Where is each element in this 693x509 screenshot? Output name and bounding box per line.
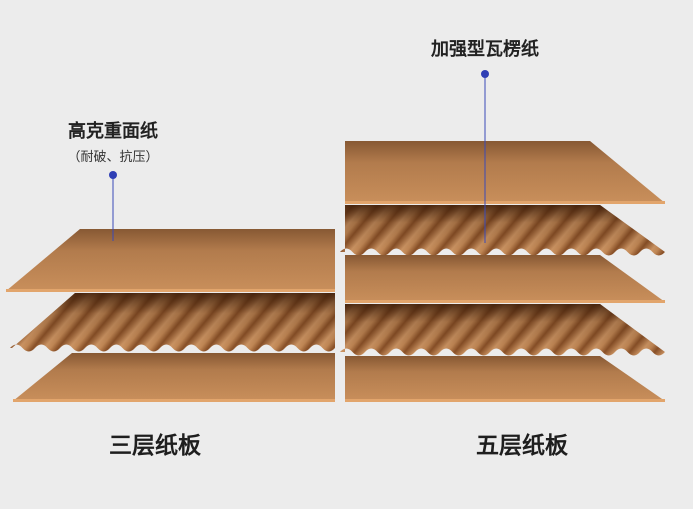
five-layer-sheet-1-shade [345, 141, 665, 203]
five-layer-flute-1-shade [340, 205, 665, 256]
face-paper-note: （耐破、抗压） [67, 150, 159, 165]
three-layer-bottom-sheet-edge [13, 399, 335, 402]
three-layer-flute-shade [10, 293, 335, 352]
three-layer-caption: 三层纸板 [109, 433, 201, 459]
five-layer-flute-2-shade [340, 304, 665, 356]
five-layer-caption: 五层纸板 [476, 433, 568, 459]
pointer-dot-face [109, 171, 117, 179]
face-paper-label: 高克重面纸 [68, 121, 158, 142]
three-layer-top-sheet-edge [6, 289, 335, 292]
three-layer-top-sheet-shade [6, 229, 335, 291]
pointer-dot-flute [481, 70, 489, 78]
five-layer-sheet-1-edge [345, 201, 665, 204]
five-layer-sheet-3-shade [345, 356, 665, 401]
five-layer-sheet-3-edge [345, 399, 665, 402]
five-layer-sheet-2-edge [345, 300, 665, 303]
five-layer-sheet-2-shade [345, 255, 665, 302]
three-layer-bottom-sheet-shade [13, 353, 335, 401]
flute-paper-label: 加强型瓦楞纸 [431, 39, 539, 60]
